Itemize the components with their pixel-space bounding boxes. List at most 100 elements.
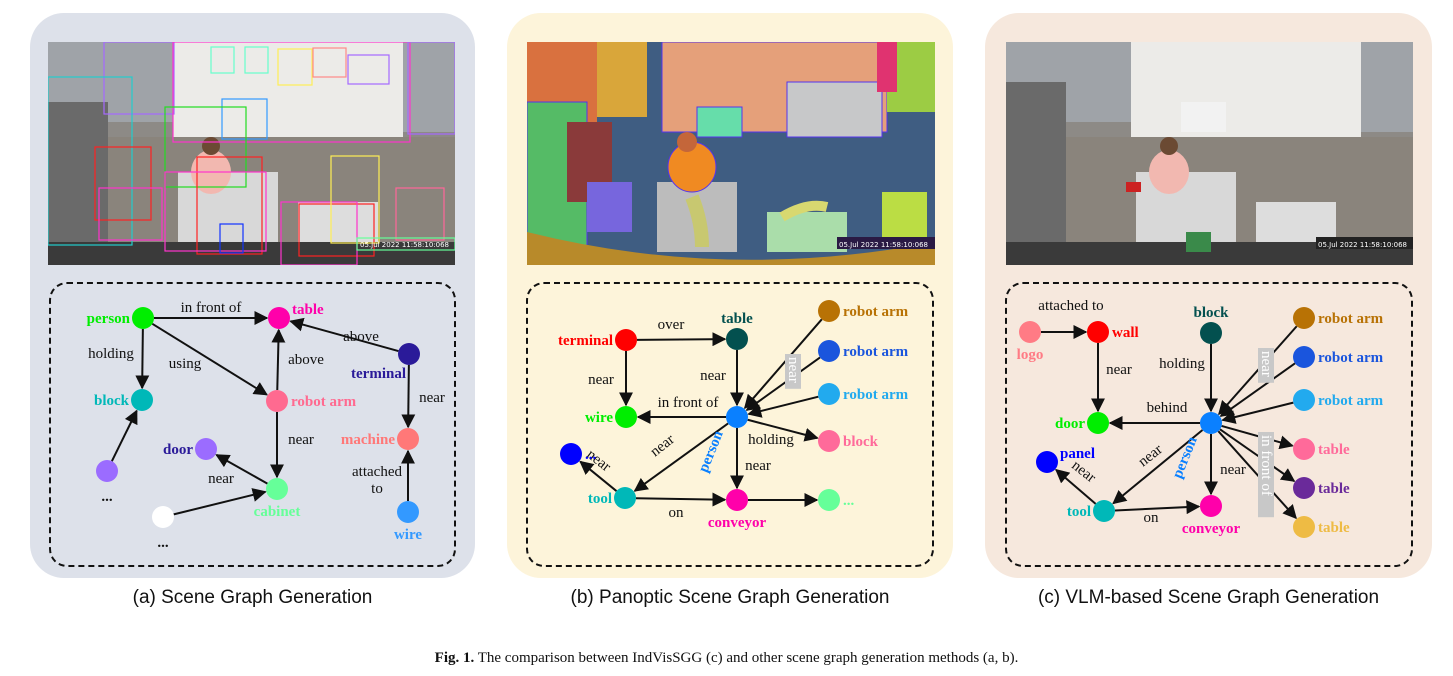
group-label-text: near	[1258, 351, 1274, 377]
node-panel	[1036, 451, 1058, 473]
node-robot-arm-2	[818, 340, 840, 362]
scene-graph-box: in front of holding using above above near nea…	[49, 282, 456, 567]
node-label-green-misc: ...	[843, 493, 855, 509]
node-robot-arm-3	[1293, 389, 1315, 411]
node-robot-arm-3	[818, 383, 840, 405]
edge-purple-misc-to-block	[110, 409, 138, 462]
node-label-cabinet: cabinet	[254, 504, 301, 520]
node-label-table: table	[292, 302, 324, 318]
node-white-misc	[152, 506, 174, 528]
group-label-0: near	[785, 354, 801, 389]
factory-scene-image: 05.Jul 2022 11:58:10:068	[1006, 42, 1413, 265]
edge-label: near	[745, 458, 771, 474]
node-conveyor	[726, 489, 748, 511]
node-label-person: person	[696, 428, 727, 475]
photo-raw: 05.Jul 2022 11:58:10:068	[1006, 42, 1413, 265]
node-label-table-2: table	[1318, 481, 1350, 497]
panel-vlm-scene-graph-generation: 05.Jul 2022 11:58:10:068 near in front of…	[985, 13, 1432, 578]
group-label-1: in front of	[1258, 432, 1274, 518]
node-green-misc	[818, 489, 840, 511]
edge-label: on	[1144, 510, 1160, 526]
edge-label: attached	[352, 464, 402, 480]
node-label-wire: wire	[585, 410, 613, 426]
edge-robot-arm-1-to-person	[1218, 325, 1298, 416]
node-label-block: block	[1193, 305, 1229, 321]
edge-person-to-table-1	[1221, 424, 1294, 450]
node-wire	[615, 406, 637, 428]
node-terminal	[615, 329, 637, 351]
node-wire	[397, 501, 419, 523]
node-robot-arm	[266, 390, 288, 412]
figure-caption: Fig. 1. The comparison between IndVisSGG…	[0, 650, 1453, 667]
node-label-robot-arm-3: robot arm	[843, 387, 909, 403]
node-label-conveyor: conveyor	[708, 515, 767, 531]
node-table	[268, 307, 290, 329]
edge-label: near	[1135, 442, 1165, 471]
node-logo	[1019, 321, 1041, 343]
edge-label: above	[288, 352, 324, 368]
edge-cabinet-to-door	[215, 454, 268, 485]
node-label-terminal: terminal	[351, 366, 406, 382]
edge-label: holding	[1159, 356, 1205, 372]
node-block	[1200, 322, 1222, 344]
node-person	[132, 307, 154, 329]
edge-terminal-to-machine	[401, 364, 416, 429]
edge-white-misc-to-cabinet	[173, 488, 267, 516]
node-table-3	[1293, 516, 1315, 538]
edge-terminal-to-table	[636, 332, 727, 347]
node-label-block: block	[843, 434, 879, 450]
node-purple-misc	[96, 460, 118, 482]
node-label-blue-misc: ...	[585, 447, 597, 463]
edge-label: near	[1106, 362, 1132, 378]
edge-person-to-table-2	[1219, 428, 1296, 482]
node-robot-arm-2	[1293, 346, 1315, 368]
edge-robot-arm-1-to-person	[743, 318, 823, 409]
edge-label: near	[288, 432, 314, 448]
factory-scene-segmented-image: 05.Jul 2022 11:58:10:068	[527, 42, 935, 265]
node-blue-misc	[560, 443, 582, 465]
group-label-text: near	[785, 357, 801, 383]
node-table-2	[1293, 477, 1315, 499]
edge-label: near	[647, 432, 677, 461]
edge-tool-to-conveyor	[1114, 500, 1201, 515]
node-label-block: block	[94, 393, 130, 409]
node-table	[726, 328, 748, 350]
group-label-0: near	[1258, 348, 1274, 383]
node-label-robot-arm-2: robot arm	[843, 344, 909, 360]
subcaption-a: (a) Scene Graph Generation	[132, 587, 373, 608]
edge-label: to	[371, 481, 383, 497]
node-person	[1200, 412, 1222, 434]
edge-robot-arm-to-table	[271, 328, 286, 391]
edge-person-to-block	[747, 418, 819, 442]
node-label-door: door	[163, 442, 193, 458]
edge-label: holding	[88, 346, 134, 362]
node-label-white-misc: ...	[157, 535, 169, 551]
edge-label: near	[208, 471, 234, 487]
edge-label: using	[169, 356, 202, 372]
edge-person-to-table-3	[1217, 430, 1297, 520]
node-block	[131, 389, 153, 411]
node-door	[1087, 412, 1109, 434]
node-label-wire: wire	[394, 527, 422, 543]
node-conveyor	[1200, 495, 1222, 517]
edge-person-to-tool	[1112, 429, 1204, 505]
node-table-1	[1293, 438, 1315, 460]
edge-robot-arm-2-to-person	[1219, 362, 1296, 417]
node-label-machine: machine	[341, 432, 396, 448]
node-person	[726, 406, 748, 428]
edge-label: on	[669, 505, 685, 521]
edge-label: near	[700, 368, 726, 384]
node-wall	[1087, 321, 1109, 343]
subcaption-b: (b) Panoptic Scene Graph Generation	[570, 587, 890, 608]
edge-label: in front of	[181, 300, 242, 316]
edge-label: above	[343, 329, 379, 345]
photo-bounding-boxes: 05.Jul 2022 11:58:10:068	[48, 42, 455, 265]
node-tool	[614, 487, 636, 509]
group-label-text: in front of	[1258, 435, 1274, 496]
node-label-table-3: table	[1318, 520, 1350, 536]
node-label-robot-arm-1: robot arm	[843, 304, 909, 320]
node-label-person: person	[1170, 434, 1201, 481]
node-cabinet	[266, 478, 288, 500]
